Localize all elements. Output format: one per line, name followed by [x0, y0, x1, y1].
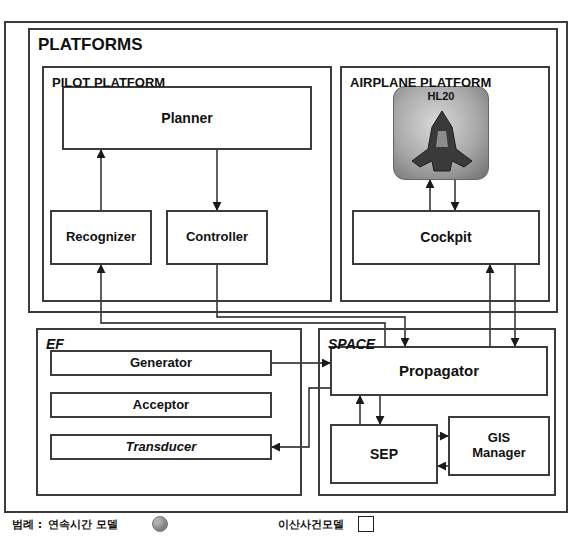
group-title: PLATFORMS — [38, 35, 143, 55]
connector-arrow — [216, 150, 217, 210]
platform-box: AIRPLANE PLATFORMHL20Cockpit — [340, 66, 550, 302]
process-box: Cockpit — [352, 210, 540, 265]
platform-box: PILOT PLATFORM PlannerRecognizer Controlle… — [42, 66, 332, 302]
legend-text: 이산사건모델 — [278, 517, 344, 532]
group-title: HL20 — [428, 90, 455, 103]
space-group: SPACE PropagatorSEP GIS Manager — [318, 328, 556, 496]
platform-group: PLATFORMS PILOT PLATFORM PlannerRecognizer… — [28, 28, 558, 313]
box-label: Transducer — [126, 440, 197, 455]
group-title: AIRPLANE PLATFORM — [350, 76, 491, 91]
process-box: Propagator — [330, 346, 548, 396]
legend-swatch-circle — [152, 516, 168, 532]
connector-arrow — [359, 396, 360, 424]
aircraft-model-icon: HL20 — [393, 86, 489, 180]
box-label: Propagator — [399, 362, 479, 379]
group-title: EF — [46, 336, 64, 352]
box-label: Cockpit — [420, 229, 471, 245]
process-box: Acceptor — [50, 392, 272, 418]
process-box: Controller — [166, 210, 268, 265]
box-label: Controller — [186, 230, 248, 245]
connector-arrow — [514, 265, 515, 346]
connector-arrow — [438, 465, 448, 466]
connector-arrow — [101, 265, 385, 346]
connector-arrow — [379, 396, 380, 424]
connector-arrow — [454, 180, 455, 210]
connector-arrow — [438, 435, 448, 436]
legend: 범례 : 연속시간 모델 이산사건모델 — [12, 516, 374, 532]
process-box: Generator — [50, 350, 272, 376]
legend-heading: 범례 : — [12, 517, 42, 532]
box-label: GIS Manager — [463, 431, 535, 461]
outer-frame-border — [5, 22, 567, 512]
box-label: SEP — [370, 446, 398, 462]
aircraft-shape — [412, 111, 472, 171]
process-box: Planner — [62, 86, 312, 150]
box-label: Recognizer — [66, 230, 136, 245]
connector-arrow — [217, 265, 405, 346]
group-title: PILOT PLATFORM — [52, 76, 165, 91]
box-label: Acceptor — [133, 398, 189, 413]
legend-entry: 이산사건모델 — [278, 516, 374, 532]
aircraft-canopy — [436, 131, 448, 147]
box-label: Generator — [130, 356, 192, 371]
frame-group: EF GeneratorAcceptorTransducer — [36, 328, 302, 496]
box-label: Planner — [161, 110, 212, 126]
group-title: SPACE — [328, 336, 375, 352]
process-box: Transducer — [50, 434, 272, 460]
process-box: SEP — [330, 424, 438, 484]
process-box: Recognizer — [50, 210, 152, 265]
connector-arrow — [100, 150, 101, 210]
legend-entry: 연속시간 모델 — [48, 516, 168, 532]
legend-text: 연속시간 모델 — [48, 517, 118, 532]
connector-arrow — [429, 180, 430, 210]
legend-swatch-square — [358, 516, 374, 532]
process-box: GIS Manager — [448, 416, 550, 476]
connector-arrow — [489, 265, 490, 346]
